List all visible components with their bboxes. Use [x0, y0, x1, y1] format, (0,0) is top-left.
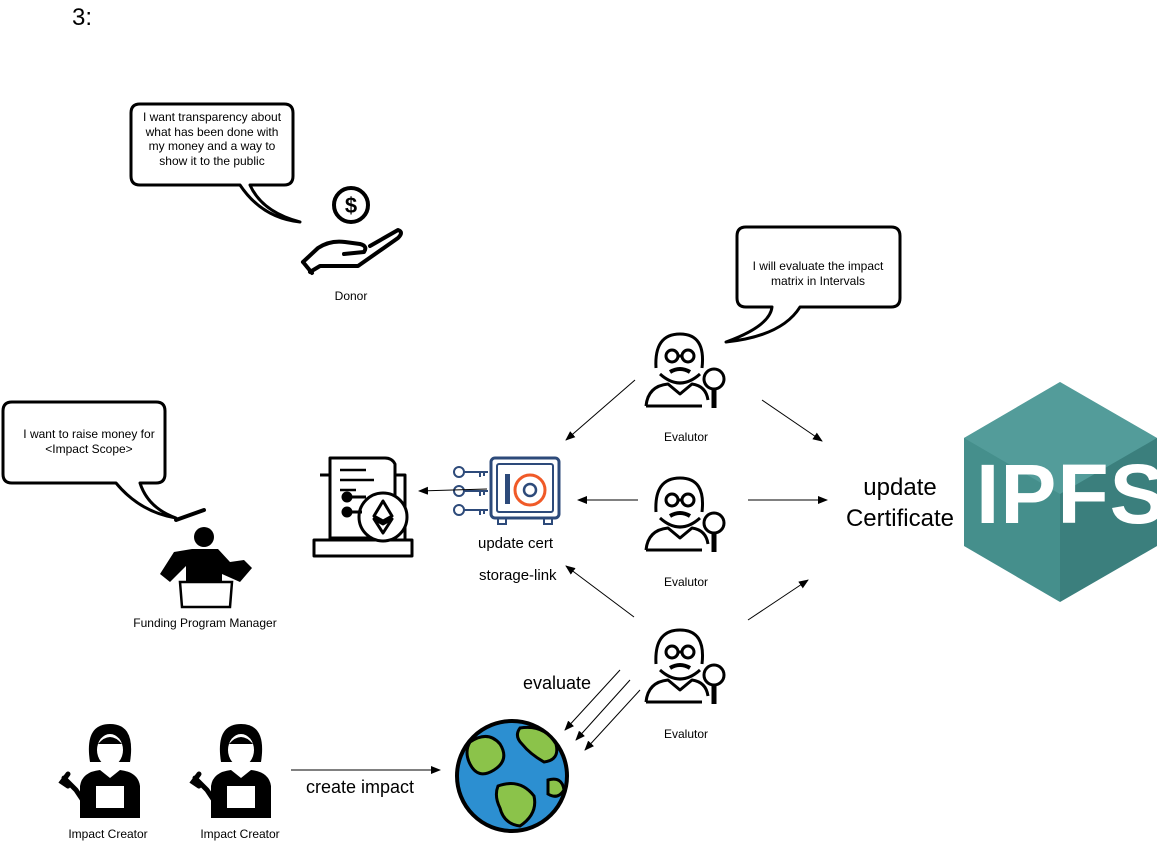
impact-creator-label: Impact Creator	[68, 827, 148, 841]
impact-creator-icon	[58, 724, 140, 818]
create-impact-label: create impact	[306, 777, 415, 797]
globe-icon	[455, 719, 569, 833]
impact-creator-label: Impact Creator	[200, 827, 280, 841]
manager-speech-text: I want to raise money for <Impact Scope>	[23, 427, 155, 456]
evaluator-speech-bubble	[724, 225, 902, 344]
evaluator-label: Evalutor	[663, 430, 709, 444]
update-cert-label: update cert	[478, 535, 554, 552]
blockchain-laptop-icon	[312, 456, 414, 558]
presenter-icon	[160, 508, 252, 609]
ipfs-logo-text: IPFS	[976, 447, 1167, 541]
donor-speech-text: I want transparency about what has been …	[142, 110, 282, 168]
storage-link-label: storage-link	[479, 567, 557, 584]
impact-creator-icon	[189, 724, 271, 818]
keys-icon	[453, 466, 488, 516]
hand-coin-icon: $	[301, 186, 403, 275]
step-label: 3:	[72, 4, 93, 31]
evaluator-label: Evalutor	[663, 575, 709, 589]
ipfs-logo	[964, 382, 1157, 602]
svg-text:$: $	[345, 193, 357, 218]
funding-manager-label: Funding Program Manager	[133, 616, 277, 630]
evaluator-icon	[644, 332, 726, 408]
safe-icon	[489, 456, 561, 525]
donor-speech-bubble	[129, 102, 302, 224]
arrows	[291, 379, 828, 774]
update-certificate-label: update Certificate	[845, 474, 955, 532]
evaluate-label: evaluate	[523, 673, 592, 693]
manager-speech-bubble	[1, 400, 178, 520]
evaluator-speech-text: I will evaluate the impact matrix in Int…	[752, 259, 884, 288]
donor-label: Donor	[334, 289, 368, 303]
evaluator-icon	[644, 628, 726, 704]
evaluator-icon	[644, 476, 726, 552]
evaluator-label: Evalutor	[663, 727, 709, 741]
